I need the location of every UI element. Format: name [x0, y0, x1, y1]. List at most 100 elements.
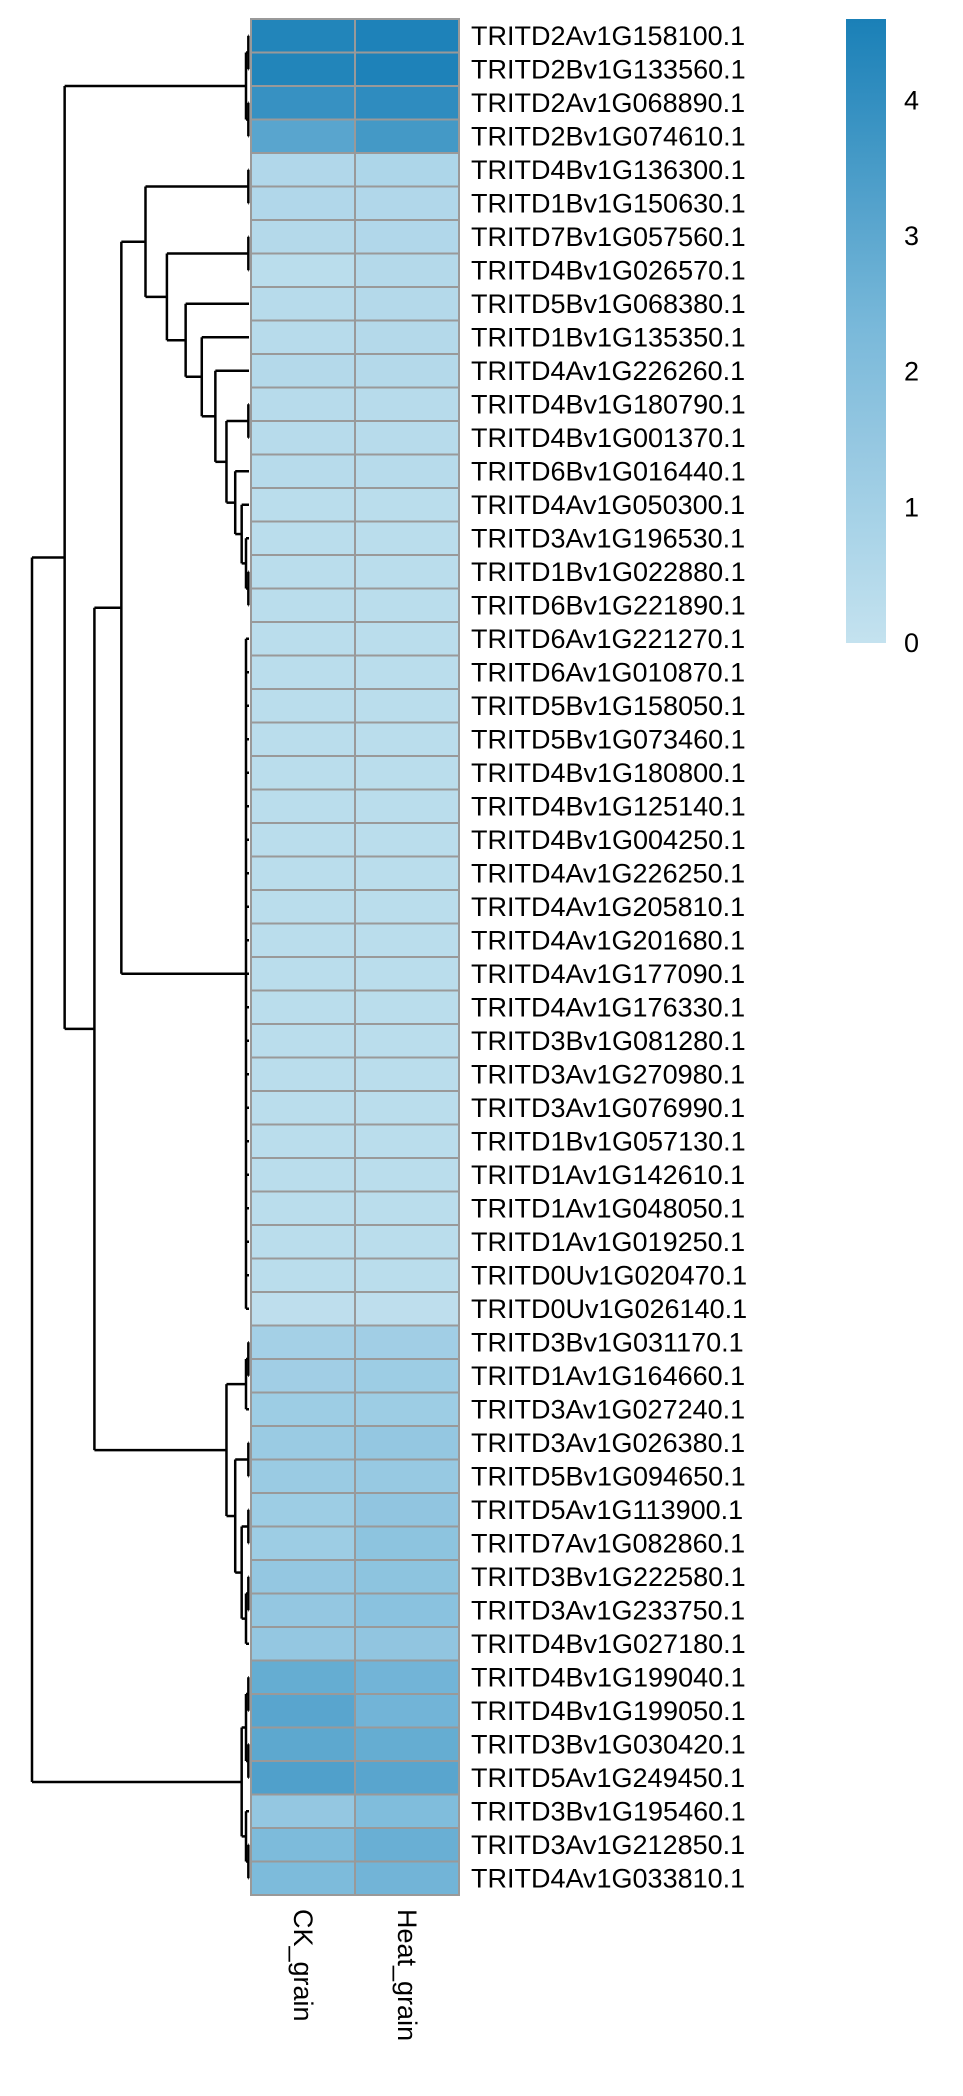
heatmap-cell	[250, 587, 356, 623]
row-label: TRITD4Av1G050300.1	[471, 490, 745, 520]
row-label: TRITD1Bv1G057130.1	[471, 1126, 746, 1156]
heatmap-cell	[250, 554, 356, 590]
row-label: TRITD4Av1G201680.1	[471, 925, 745, 955]
heatmap-cell	[250, 889, 356, 925]
row-label: TRITD5Av1G113900.1	[471, 1495, 743, 1525]
heatmap-cell	[354, 185, 460, 221]
heatmap-cell	[250, 788, 356, 824]
heatmap-cell	[250, 1827, 356, 1863]
heatmap-cell	[250, 1023, 356, 1059]
row-label: TRITD4Bv1G180800.1	[471, 758, 746, 788]
heatmap-cell	[354, 1726, 460, 1762]
heatmap-cell	[250, 755, 356, 791]
column-label: Heat_grain	[392, 1909, 422, 2041]
heatmap-cell	[354, 1358, 460, 1394]
heatmap-cell	[250, 1793, 356, 1829]
row-label: TRITD3Bv1G030420.1	[471, 1729, 746, 1759]
heatmap-cell	[354, 1023, 460, 1059]
heatmap-cell	[250, 1760, 356, 1796]
heatmap-cell	[354, 889, 460, 925]
heatmap-cell	[250, 1592, 356, 1628]
row-label: TRITD1Av1G164660.1	[471, 1361, 745, 1391]
row-label: TRITD0Uv1G020470.1	[471, 1260, 747, 1290]
heatmap-cell	[250, 1693, 356, 1729]
legend-tick-label: 2	[904, 357, 919, 387]
row-label: TRITD4Bv1G199040.1	[471, 1662, 746, 1692]
heatmap-cell	[250, 688, 356, 724]
heatmap-cell	[354, 989, 460, 1025]
heatmap-cell	[250, 956, 356, 992]
heatmap-cell	[250, 1391, 356, 1427]
row-label: TRITD5Bv1G068380.1	[471, 289, 746, 319]
heatmap-cell	[250, 18, 356, 54]
heatmap-cell	[354, 922, 460, 958]
heatmap-cell	[354, 621, 460, 657]
row-label: TRITD4Av1G177090.1	[471, 959, 745, 989]
heatmap-cell	[250, 1358, 356, 1394]
heatmap-cell	[250, 386, 356, 422]
legend-color-bar	[846, 19, 886, 643]
heatmap-cell	[354, 420, 460, 456]
row-label: TRITD5Bv1G073460.1	[471, 724, 746, 754]
heatmap-cell	[250, 1324, 356, 1360]
heatmap-cell	[250, 1056, 356, 1092]
heatmap-cell	[354, 654, 460, 690]
row-label: TRITD4Bv1G027180.1	[471, 1629, 746, 1659]
heatmap-cell	[354, 353, 460, 389]
heatmap-cell	[250, 286, 356, 322]
heatmap-cell	[250, 185, 356, 221]
row-labels: TRITD2Av1G158100.1TRITD2Bv1G133560.1TRIT…	[471, 21, 747, 1894]
row-label: TRITD2Bv1G074610.1	[471, 121, 746, 151]
heatmap-cell	[354, 1760, 460, 1796]
row-label: TRITD6Bv1G016440.1	[471, 456, 746, 486]
row-label: TRITD3Bv1G222580.1	[471, 1562, 746, 1592]
row-label: TRITD2Av1G068890.1	[471, 88, 745, 118]
legend-tick-label: 0	[904, 628, 919, 658]
heatmap-cell	[354, 319, 460, 355]
heatmap-cell	[250, 520, 356, 556]
row-label: TRITD4Av1G226250.1	[471, 858, 745, 888]
row-label: TRITD3Bv1G031170.1	[471, 1327, 744, 1357]
heatmap-cell	[250, 1224, 356, 1260]
heatmap-cell	[250, 1257, 356, 1293]
legend-tick-label: 4	[904, 85, 919, 115]
heatmap-cell	[354, 1827, 460, 1863]
heatmap-cell	[250, 1559, 356, 1595]
heatmap-cell	[250, 1123, 356, 1159]
row-label: TRITD3Av1G212850.1	[471, 1830, 745, 1860]
heatmap-cell	[354, 453, 460, 489]
row-label: TRITD4Bv1G125140.1	[471, 791, 746, 821]
heatmap-cell	[354, 688, 460, 724]
heatmap-cell	[354, 1592, 460, 1628]
row-label: TRITD4Bv1G026570.1	[471, 255, 746, 285]
heatmap-cell	[250, 855, 356, 891]
row-label: TRITD0Uv1G026140.1	[471, 1294, 747, 1324]
heatmap-cell	[250, 219, 356, 255]
row-label: TRITD7Bv1G057560.1	[471, 222, 746, 252]
row-label: TRITD4Av1G033810.1	[471, 1863, 745, 1893]
heatmap-cell	[250, 922, 356, 958]
row-label: TRITD3Bv1G081280.1	[471, 1026, 746, 1056]
heatmap-cell	[354, 252, 460, 288]
heatmap-cell	[354, 85, 460, 121]
row-label: TRITD1Av1G019250.1	[471, 1227, 745, 1257]
heatmap-cell	[354, 755, 460, 791]
heatmap-cell	[250, 420, 356, 456]
heatmap-cell	[354, 1157, 460, 1193]
heatmap-cell	[354, 822, 460, 858]
heatmap-cell	[250, 654, 356, 690]
row-label: TRITD1Bv1G150630.1	[471, 188, 746, 218]
row-label: TRITD4Av1G176330.1	[471, 992, 745, 1022]
heatmap-cell	[354, 1458, 460, 1494]
heatmap-cell	[250, 1525, 356, 1561]
heatmap-cell	[250, 353, 356, 389]
heatmap-cells	[250, 18, 460, 1896]
heatmap-cell	[250, 989, 356, 1025]
row-label: TRITD1Av1G142610.1	[471, 1160, 745, 1190]
row-label: TRITD6Bv1G221890.1	[471, 590, 746, 620]
row-label: TRITD3Av1G027240.1	[471, 1394, 745, 1424]
row-label: TRITD4Bv1G001370.1	[471, 423, 746, 453]
row-label: TRITD2Bv1G133560.1	[471, 54, 746, 84]
row-label: TRITD4Bv1G199050.1	[471, 1696, 746, 1726]
